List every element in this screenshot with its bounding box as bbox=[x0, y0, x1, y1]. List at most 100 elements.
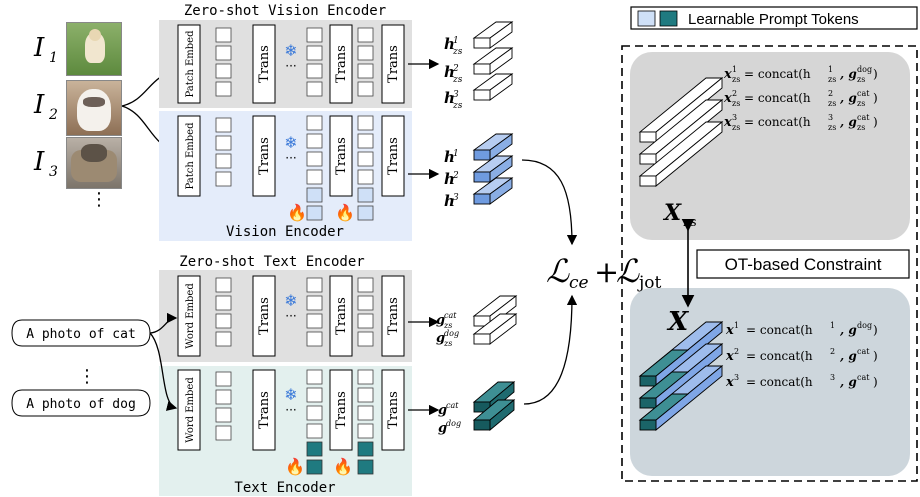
h2-sup: 2 bbox=[452, 171, 459, 181]
vision-patch-embed: Patch Embed bbox=[185, 122, 196, 190]
loss-jot: ℒ bbox=[616, 252, 640, 290]
zs-vision-patch-embed: Patch Embed bbox=[185, 30, 196, 98]
eq3-rhs: = concat(h bbox=[746, 375, 813, 389]
matrix-xzs: X bbox=[662, 200, 682, 226]
fire-icon: 🔥 bbox=[287, 203, 307, 222]
zs-vision-trans-1: Trans bbox=[257, 45, 272, 83]
gzs-dog-sup: dog bbox=[444, 329, 459, 338]
zs-eq1-close: ) bbox=[873, 67, 878, 81]
zs-eq2-g: , g bbox=[839, 91, 857, 105]
zs-vision-trans-2: Trans bbox=[334, 45, 349, 83]
zs-text-feature-stack bbox=[472, 295, 518, 345]
ot-constraint-box bbox=[696, 249, 910, 279]
image-label-2-sub: 2 bbox=[48, 107, 58, 123]
image-more-dots: ⋮ bbox=[90, 189, 108, 210]
gzs-cat-sub: zs bbox=[443, 321, 452, 330]
zs-eq3-gsup: cat bbox=[857, 113, 870, 122]
zs-eq3-close: ) bbox=[873, 115, 878, 129]
zs-vision-trans-3: Trans bbox=[386, 45, 401, 83]
eq2-lhs: x bbox=[725, 349, 734, 364]
eq2-close: ) bbox=[873, 349, 878, 363]
zs-eq1-hsub: zs bbox=[828, 75, 836, 84]
eq1-hsup: 1 bbox=[830, 321, 835, 330]
h1-sup: 1 bbox=[453, 149, 459, 159]
g-cat-sup: cat bbox=[446, 401, 459, 410]
loss-ce-sub: ce bbox=[569, 273, 589, 293]
zs-eq2-sub: zs bbox=[732, 99, 740, 108]
h2: h bbox=[444, 170, 455, 188]
hzs1-sub: zs bbox=[452, 47, 463, 57]
text-encoder: Text Encoder Word Embed Trans ❄ ··· Tran… bbox=[159, 366, 412, 496]
ellipsis: ··· bbox=[285, 403, 296, 417]
vision-trans-2: Trans bbox=[334, 137, 349, 175]
fire-icon: 🔥 bbox=[285, 457, 305, 476]
hzs2-sub: zs bbox=[452, 75, 463, 85]
legend-light-swatch bbox=[637, 10, 656, 27]
image-label-1-sub: 1 bbox=[49, 50, 58, 66]
snowflake-icon: ❄ bbox=[284, 385, 297, 404]
eq3-sup: 3 bbox=[734, 373, 739, 382]
zs-vision-feature-stack bbox=[472, 21, 514, 101]
eq2-rhs: = concat(h bbox=[746, 349, 813, 363]
zs-eq1-lhs: x bbox=[723, 67, 732, 82]
text-trans-3: Trans bbox=[386, 391, 401, 429]
gzs-dog-sub: zs bbox=[443, 339, 452, 348]
cat-photo bbox=[66, 80, 122, 136]
zs-eq3-g: , g bbox=[839, 115, 857, 129]
vision-outputs: h 1 h 2 h 3 bbox=[444, 148, 459, 210]
zs-eq1-rhs: = concat(h bbox=[744, 67, 811, 81]
zero-shot-text-encoder: Zero-shot Text Encoder Word Embed Trans … bbox=[159, 254, 412, 362]
h3: h bbox=[444, 192, 455, 210]
loss-formula: ℒ ce + ℒ jot bbox=[546, 252, 662, 293]
vision-encoder: Vision Encoder Patch Embed Trans ❄ ··· T… bbox=[159, 111, 412, 241]
eq3-close: ) bbox=[873, 375, 878, 389]
zs-eq1-sub: zs bbox=[732, 75, 740, 84]
zs-text-trans-3: Trans bbox=[386, 297, 401, 335]
text-outputs: g cat g dog bbox=[438, 401, 461, 436]
text-word-embed: Word Embed bbox=[185, 377, 196, 443]
zs-eq3-lhs: x bbox=[723, 115, 732, 130]
hzs3: h bbox=[444, 89, 455, 107]
zs-eq1-gsub: zs bbox=[857, 75, 865, 84]
zs-text-trans-1: Trans bbox=[257, 297, 272, 335]
zs-eq3-hsub: zs bbox=[828, 123, 836, 132]
g-cat: g bbox=[438, 403, 447, 418]
zs-eq3-sup: 3 bbox=[732, 113, 737, 122]
prompt-cat-bubble: A photo of cat bbox=[11, 319, 151, 347]
fire-icon: 🔥 bbox=[333, 457, 353, 476]
zs-text-outputs: g cat zs g dog zs bbox=[436, 311, 459, 348]
zs-eq2-hsub: zs bbox=[828, 99, 836, 108]
zs-eq1-gsup: dog bbox=[857, 65, 872, 74]
hzs1-sup: 1 bbox=[453, 36, 459, 46]
ot-region bbox=[621, 45, 918, 482]
zs-eq3-rhs: = concat(h bbox=[744, 115, 811, 129]
image-labels: I 1 I 2 I 3 bbox=[33, 33, 58, 180]
loss-ce: ℒ bbox=[546, 252, 570, 290]
equations: x 1 = concat(h 1 , g dog ) x 2 = concat(… bbox=[725, 321, 878, 390]
eq2-sup: 2 bbox=[734, 347, 739, 356]
cat-box-photo bbox=[66, 137, 122, 189]
snowflake-icon: ❄ bbox=[284, 133, 297, 152]
image-label-2: I bbox=[33, 90, 45, 120]
legend: Learnable Prompt Tokens bbox=[630, 6, 918, 30]
hzs1: h bbox=[444, 35, 455, 53]
prompt-cat: A photo of cat bbox=[26, 327, 136, 342]
matrix-x: X bbox=[666, 307, 690, 337]
eq2-g: , g bbox=[839, 349, 857, 363]
eq3-gsup: cat bbox=[857, 373, 870, 382]
gzs-cat-sup: cat bbox=[444, 311, 457, 320]
zs-eq1-hsup: 1 bbox=[828, 65, 833, 74]
zs-eq3-gsub: zs bbox=[857, 123, 865, 132]
fire-icon: 🔥 bbox=[335, 203, 355, 222]
hzs3-sub: zs bbox=[452, 101, 463, 111]
h1: h bbox=[444, 148, 455, 166]
eq1-rhs: = concat(h bbox=[746, 323, 813, 337]
zs-vision-title: Zero-shot Vision Encoder bbox=[184, 3, 386, 19]
zs-vision-outputs: h 1 zs h 2 zs h 3 zs bbox=[444, 35, 463, 111]
ellipsis: ··· bbox=[285, 309, 296, 323]
legend-dark-swatch bbox=[659, 10, 678, 27]
eq2-hsup: 2 bbox=[830, 347, 835, 356]
image-label-3-sub: 3 bbox=[49, 164, 58, 180]
vision-trans-1: Trans bbox=[257, 137, 272, 175]
